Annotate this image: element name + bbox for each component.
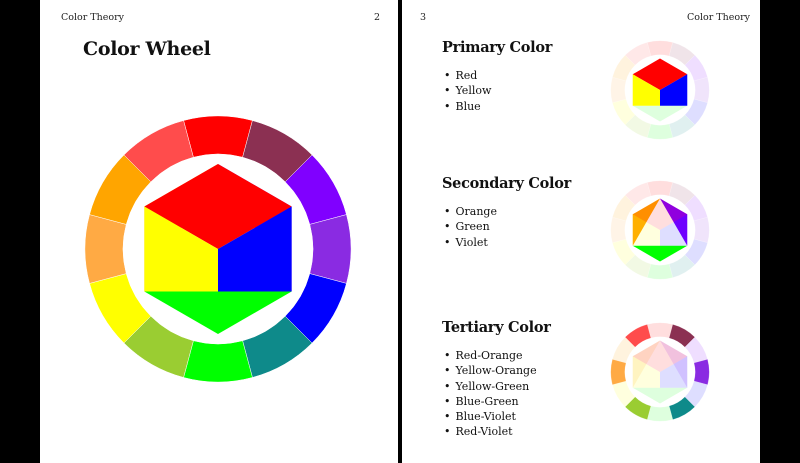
ring-segment	[625, 324, 652, 348]
ring-segment	[693, 77, 710, 103]
hexagon-base	[632, 340, 688, 404]
ring-segment	[610, 217, 627, 243]
page-number-right: 3	[420, 12, 427, 23]
violet-triangle	[660, 198, 688, 246]
tertiary-colors-wheel-icon	[610, 322, 710, 422]
tertiary-color-title: Tertiary Color	[442, 319, 551, 336]
list-item: Blue	[444, 99, 491, 114]
list-item: Red-Violet	[444, 424, 537, 439]
secondary-color-list: Orange Green Violet	[444, 204, 497, 250]
ring-segment	[647, 40, 673, 57]
tertiary-color-list: Red-Orange Yellow-Orange Yellow-Green Bl…	[444, 348, 537, 440]
list-item: Red	[444, 68, 491, 83]
list-item: Yellow-Green	[444, 379, 537, 394]
list-item: Blue-Violet	[444, 409, 537, 424]
green-triangle	[144, 291, 292, 334]
list-item: Violet	[444, 235, 497, 250]
running-head-left: Color Theory	[61, 12, 125, 23]
primary-color-list: Red Yellow Blue	[444, 68, 492, 114]
ring-segment	[123, 120, 194, 183]
ring-segment	[625, 182, 652, 206]
red-quad	[144, 164, 292, 249]
ring-segment	[610, 359, 627, 385]
color-ring	[610, 322, 710, 422]
primary-colors-wheel-icon	[610, 40, 710, 140]
list-item: Blue-Green	[444, 394, 537, 409]
yellow-quad	[632, 74, 660, 106]
list-item: Green	[444, 219, 497, 234]
blue-quad	[660, 214, 688, 246]
orange-triangle	[632, 340, 660, 388]
hexagon-center	[632, 58, 688, 122]
yellow-quad	[632, 214, 660, 246]
ring-segment	[693, 359, 710, 385]
ring-segment	[625, 42, 652, 66]
ring-segment	[693, 217, 710, 243]
ring-segment	[647, 180, 673, 197]
ring-segment	[647, 322, 673, 339]
color-ring	[610, 40, 710, 140]
orange-triangle	[632, 198, 660, 246]
green-triangle	[632, 105, 688, 122]
running-head-right: Color Theory	[687, 12, 751, 23]
blue-quad	[660, 356, 688, 388]
red-quad	[632, 58, 688, 90]
yellow-quad	[632, 356, 660, 388]
page-title: Color Wheel	[83, 38, 211, 60]
primary-color-title: Primary Color	[442, 39, 553, 56]
list-item: Red-Orange	[444, 348, 537, 363]
color-ring	[610, 180, 710, 280]
blue-quad	[660, 74, 688, 106]
ring-segment	[84, 214, 127, 284]
secondary-color-title: Secondary Color	[442, 175, 571, 192]
ring-segment	[647, 405, 673, 422]
ring-segment	[610, 77, 627, 103]
blue-quad	[218, 206, 292, 292]
ring-segment	[647, 263, 673, 280]
hexagon-center	[632, 340, 688, 404]
list-item: Yellow	[444, 83, 492, 98]
violet-triangle	[660, 340, 688, 388]
secondary-colors-wheel-icon	[610, 180, 710, 280]
page-number-left: 2	[374, 12, 381, 23]
yellow-quad	[144, 206, 218, 292]
green-triangle	[632, 245, 688, 262]
ring-segment	[183, 116, 253, 158]
left-page: Color Theory 2 Color Wheel	[40, 0, 398, 463]
ring-segment	[183, 340, 253, 382]
color-ring	[84, 116, 352, 382]
right-page: 3 Color Theory Primary Color Red Yellow …	[402, 0, 760, 463]
ring-segment	[309, 214, 352, 284]
hexagon-center	[144, 164, 292, 334]
green-triangle	[632, 387, 688, 404]
ring-segment	[647, 123, 673, 140]
color-wheel-icon	[84, 116, 352, 382]
hexagon-center	[632, 198, 688, 262]
list-item: Orange	[444, 204, 497, 219]
list-item: Yellow-Orange	[444, 363, 537, 378]
